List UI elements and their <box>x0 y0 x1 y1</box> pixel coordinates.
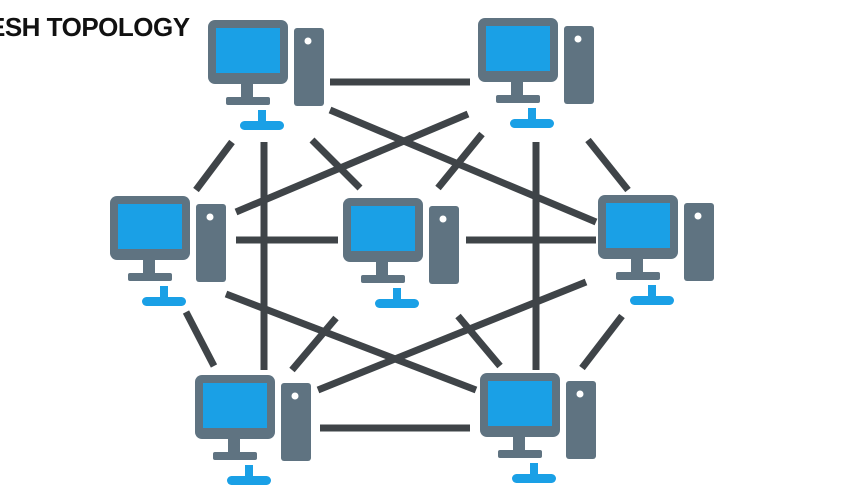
tower <box>566 381 596 459</box>
power-button <box>694 212 702 220</box>
link-node-3-node-7 <box>224 290 478 394</box>
power-button <box>206 213 214 221</box>
power-button <box>304 37 312 45</box>
monitor-screen <box>118 204 182 249</box>
computer-icon <box>478 18 594 104</box>
computer-icon <box>208 20 324 106</box>
tower <box>281 383 311 461</box>
monitor-neck <box>513 437 525 451</box>
link-node-2-node-3 <box>234 110 470 216</box>
network-connector-icon <box>630 285 674 305</box>
nodes-layer <box>110 18 714 485</box>
computer-icon <box>110 196 226 282</box>
network-connector-icon <box>227 465 271 485</box>
computer-icon <box>598 195 714 281</box>
power-button <box>291 392 299 400</box>
link-node-2-node-4 <box>435 131 485 191</box>
power-button <box>574 35 582 43</box>
monitor-base <box>498 450 542 458</box>
monitor-neck <box>511 82 523 96</box>
monitor-screen <box>351 206 415 251</box>
tower <box>294 28 324 106</box>
node-2 <box>478 18 594 128</box>
link-node-4-node-7 <box>455 313 503 369</box>
monitor-neck <box>631 259 643 273</box>
monitor-screen <box>488 381 552 426</box>
node-4 <box>343 198 459 308</box>
link-node-1-node-4 <box>309 137 363 191</box>
monitor-neck <box>228 439 240 453</box>
network-connector-icon <box>512 463 556 483</box>
monitor-base <box>496 95 540 103</box>
node-7 <box>480 373 596 483</box>
power-button <box>439 215 447 223</box>
monitor-base <box>361 275 405 283</box>
node-1 <box>208 20 324 130</box>
monitor-base <box>213 452 257 460</box>
computer-icon <box>480 373 596 459</box>
monitor-screen <box>606 203 670 248</box>
link-node-2-node-5 <box>585 137 631 193</box>
monitor-neck <box>241 84 253 98</box>
link-node-1-node-3 <box>193 139 235 193</box>
node-6 <box>195 375 311 485</box>
network-connector-icon <box>510 108 554 128</box>
network-connector-icon <box>142 286 186 306</box>
monitor-neck <box>143 260 155 274</box>
diagram-title: ESH TOPOLOGY <box>0 12 190 42</box>
monitor-screen <box>216 28 280 73</box>
computer-icon <box>195 375 311 461</box>
network-connector-icon <box>375 288 419 308</box>
tower <box>429 206 459 284</box>
link-node-5-node-7 <box>579 313 625 371</box>
network-connector-icon <box>240 110 284 130</box>
node-3 <box>110 196 226 306</box>
power-button <box>576 390 584 398</box>
node-5 <box>598 195 714 305</box>
computer-icon <box>343 198 459 284</box>
monitor-base <box>616 272 660 280</box>
monitor-neck <box>376 262 388 276</box>
links-layer <box>182 78 631 432</box>
monitor-screen <box>203 383 267 428</box>
monitor-base <box>226 97 270 105</box>
tower <box>196 204 226 282</box>
link-node-5-node-6 <box>316 278 588 394</box>
link-node-1-node-5 <box>328 106 598 226</box>
link-node-3-node-6 <box>182 310 218 368</box>
tower <box>684 203 714 281</box>
monitor-screen <box>486 26 550 71</box>
tower <box>564 26 594 104</box>
monitor-base <box>128 273 172 281</box>
link-node-4-node-6 <box>289 315 339 373</box>
